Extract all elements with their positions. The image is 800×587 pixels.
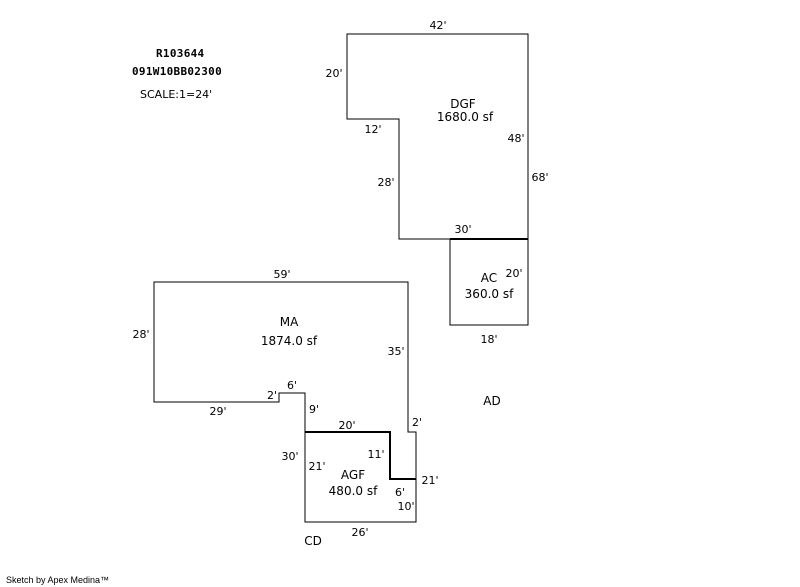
dim-dgf-top: 42' <box>429 19 446 32</box>
dim-dgf-bottom: 30' <box>454 223 471 236</box>
dim-dgf-step: 12' <box>364 123 381 136</box>
map-number: 091W10BB02300 <box>132 65 222 78</box>
dim-agf-inner-vert: 11' <box>367 448 384 461</box>
dim-agf-bottom: 26' <box>351 526 368 539</box>
dim-agf-top: 20' <box>338 419 355 432</box>
dim-dgf-right-inner: 48' <box>507 132 524 145</box>
ad-code: AD <box>483 394 500 408</box>
dim-dgf-left-lower: 28' <box>377 176 394 189</box>
parcel-id: R103644 <box>156 47 205 60</box>
dim-ma-notch-top: 6' <box>287 379 297 392</box>
agf-heavy-edge <box>305 431 416 480</box>
ma-area: 1874.0 sf <box>261 334 318 348</box>
dgf-area: 1680.0 sf <box>437 110 494 124</box>
ac-area: 360.0 sf <box>465 287 514 301</box>
cd-code: CD <box>304 534 322 548</box>
dim-agf-left-outer: 30' <box>281 450 298 463</box>
dim-ma-notch-left: 2' <box>267 389 277 402</box>
dim-dgf-right-outer: 68' <box>531 171 548 184</box>
dim-ma-right: 35' <box>387 345 404 358</box>
ac-code: AC <box>481 271 497 285</box>
dim-agf-inner-step: 6' <box>395 486 405 499</box>
dim-ac-bottom: 18' <box>480 333 497 346</box>
sketch-credit: Sketch by Apex Medina™ <box>6 575 110 585</box>
dim-agf-right-lower: 10' <box>397 500 414 513</box>
dim-ma-bottom: 29' <box>209 405 226 418</box>
dgf-outline <box>346 33 529 240</box>
ac-outline <box>449 238 529 326</box>
dim-ma-notch-down: 9' <box>309 403 319 416</box>
dim-agf-right: 21' <box>421 474 438 487</box>
dim-ac-right: 20' <box>505 267 522 280</box>
agf-area: 480.0 sf <box>329 484 378 498</box>
ma-code: MA <box>280 315 299 329</box>
dim-agf-left-inner: 21' <box>308 460 325 473</box>
agf-code: AGF <box>341 468 365 482</box>
dim-ma-top: 59' <box>273 268 290 281</box>
dim-ma-jog: 2' <box>412 416 422 429</box>
dim-dgf-left-upper: 20' <box>325 67 342 80</box>
scale-label: SCALE:1=24' <box>140 88 213 101</box>
dim-ma-left: 28' <box>132 328 149 341</box>
dgf-code: DGF <box>450 97 476 111</box>
